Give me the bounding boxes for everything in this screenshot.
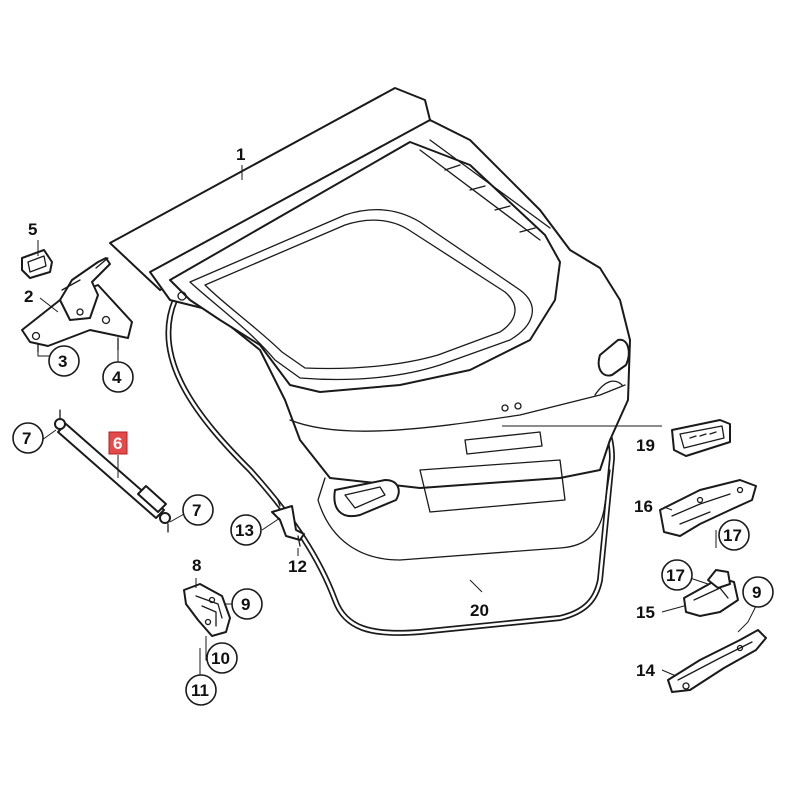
callout-label: 19 (636, 436, 655, 455)
callout-19: 19 (636, 436, 655, 455)
striker-bracket-part (183, 583, 231, 637)
tailgate-seal-part (165, 298, 615, 636)
leader-lines (37, 165, 757, 677)
callout-14: 14 (636, 661, 655, 680)
callout-label: 5 (28, 220, 37, 239)
callout-11: 11 (185, 674, 217, 706)
callout-label: 13 (235, 521, 254, 540)
callout-label: 14 (636, 661, 655, 680)
callout-10: 10 (206, 642, 238, 674)
tailgate-door-part (109, 87, 631, 561)
callout-label: 8 (192, 556, 201, 575)
callout-8: 8 (192, 556, 201, 575)
callout-7-lower: 7 (182, 494, 214, 526)
callout-17-lower: 17 (661, 559, 693, 591)
callout-label: 6 (113, 434, 122, 453)
callout-13: 13 (230, 514, 262, 546)
callout-label: 7 (192, 501, 201, 520)
callout-2: 2 (24, 287, 33, 306)
callout-label: 15 (636, 603, 655, 622)
lock-cylinder-part (667, 629, 767, 693)
tailgate-switch-part (671, 419, 731, 457)
callout-label: 11 (191, 681, 209, 700)
callout-label: 2 (24, 287, 33, 306)
callout-label: 17 (666, 566, 685, 585)
callout-15: 15 (636, 603, 655, 622)
tailgate-latch-part (683, 569, 739, 617)
callout-12: 12 (288, 557, 307, 576)
rubber-stop-part (21, 249, 53, 279)
callout-label: 3 (58, 352, 67, 371)
callout-label: 1 (236, 145, 245, 164)
callout-label: 16 (634, 497, 653, 516)
callout-17-upper: 17 (718, 519, 750, 551)
callout-label: 7 (22, 429, 31, 448)
callout-9-left: 9 (231, 588, 263, 620)
callout-1: 1 (236, 145, 245, 164)
callout-6-highlighted: 6 (108, 431, 128, 455)
callout-label: 9 (241, 595, 250, 614)
callout-5: 5 (28, 220, 37, 239)
callout-label: 20 (470, 601, 489, 620)
callout-16: 16 (634, 497, 653, 516)
callout-3: 3 (48, 345, 80, 377)
lock-actuator-part (659, 479, 757, 537)
callout-20: 20 (470, 601, 489, 620)
callout-4: 4 (102, 361, 134, 393)
callout-label: 9 (752, 583, 761, 602)
callout-label: 17 (723, 526, 742, 545)
tailgate-hinge-part (21, 257, 133, 353)
gas-strut-part (54, 409, 171, 533)
callout-7-upper: 7 (12, 422, 44, 454)
callout-label: 10 (211, 649, 230, 668)
callout-label: 12 (288, 557, 307, 576)
callout-label: 4 (112, 368, 122, 387)
cable-clip-part (271, 499, 305, 547)
callout-9-right: 9 (742, 576, 774, 608)
